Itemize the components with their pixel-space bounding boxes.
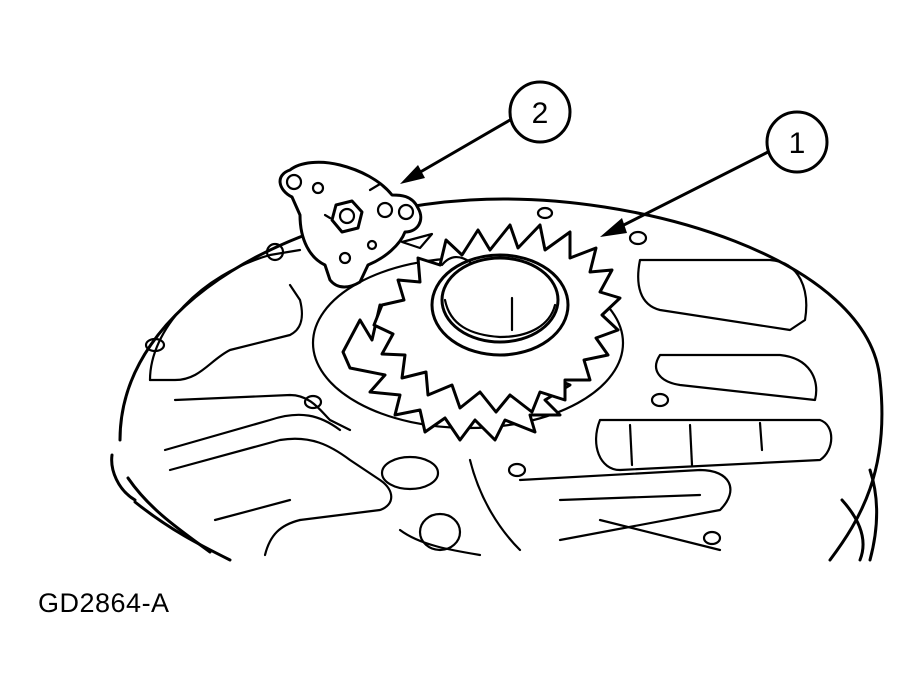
callout-2: 2 bbox=[508, 80, 572, 144]
callout-1: 1 bbox=[765, 110, 829, 174]
leader-line-2 bbox=[400, 118, 512, 184]
figure-id-label: GD2864-A bbox=[38, 588, 170, 618]
gear-item-1 bbox=[372, 223, 622, 414]
callout-2-label: 2 bbox=[532, 97, 549, 130]
pump-body bbox=[110, 197, 884, 562]
callout-1-label: 1 bbox=[789, 127, 806, 160]
leader-line-1 bbox=[600, 150, 770, 237]
cover-item-2 bbox=[278, 160, 434, 289]
